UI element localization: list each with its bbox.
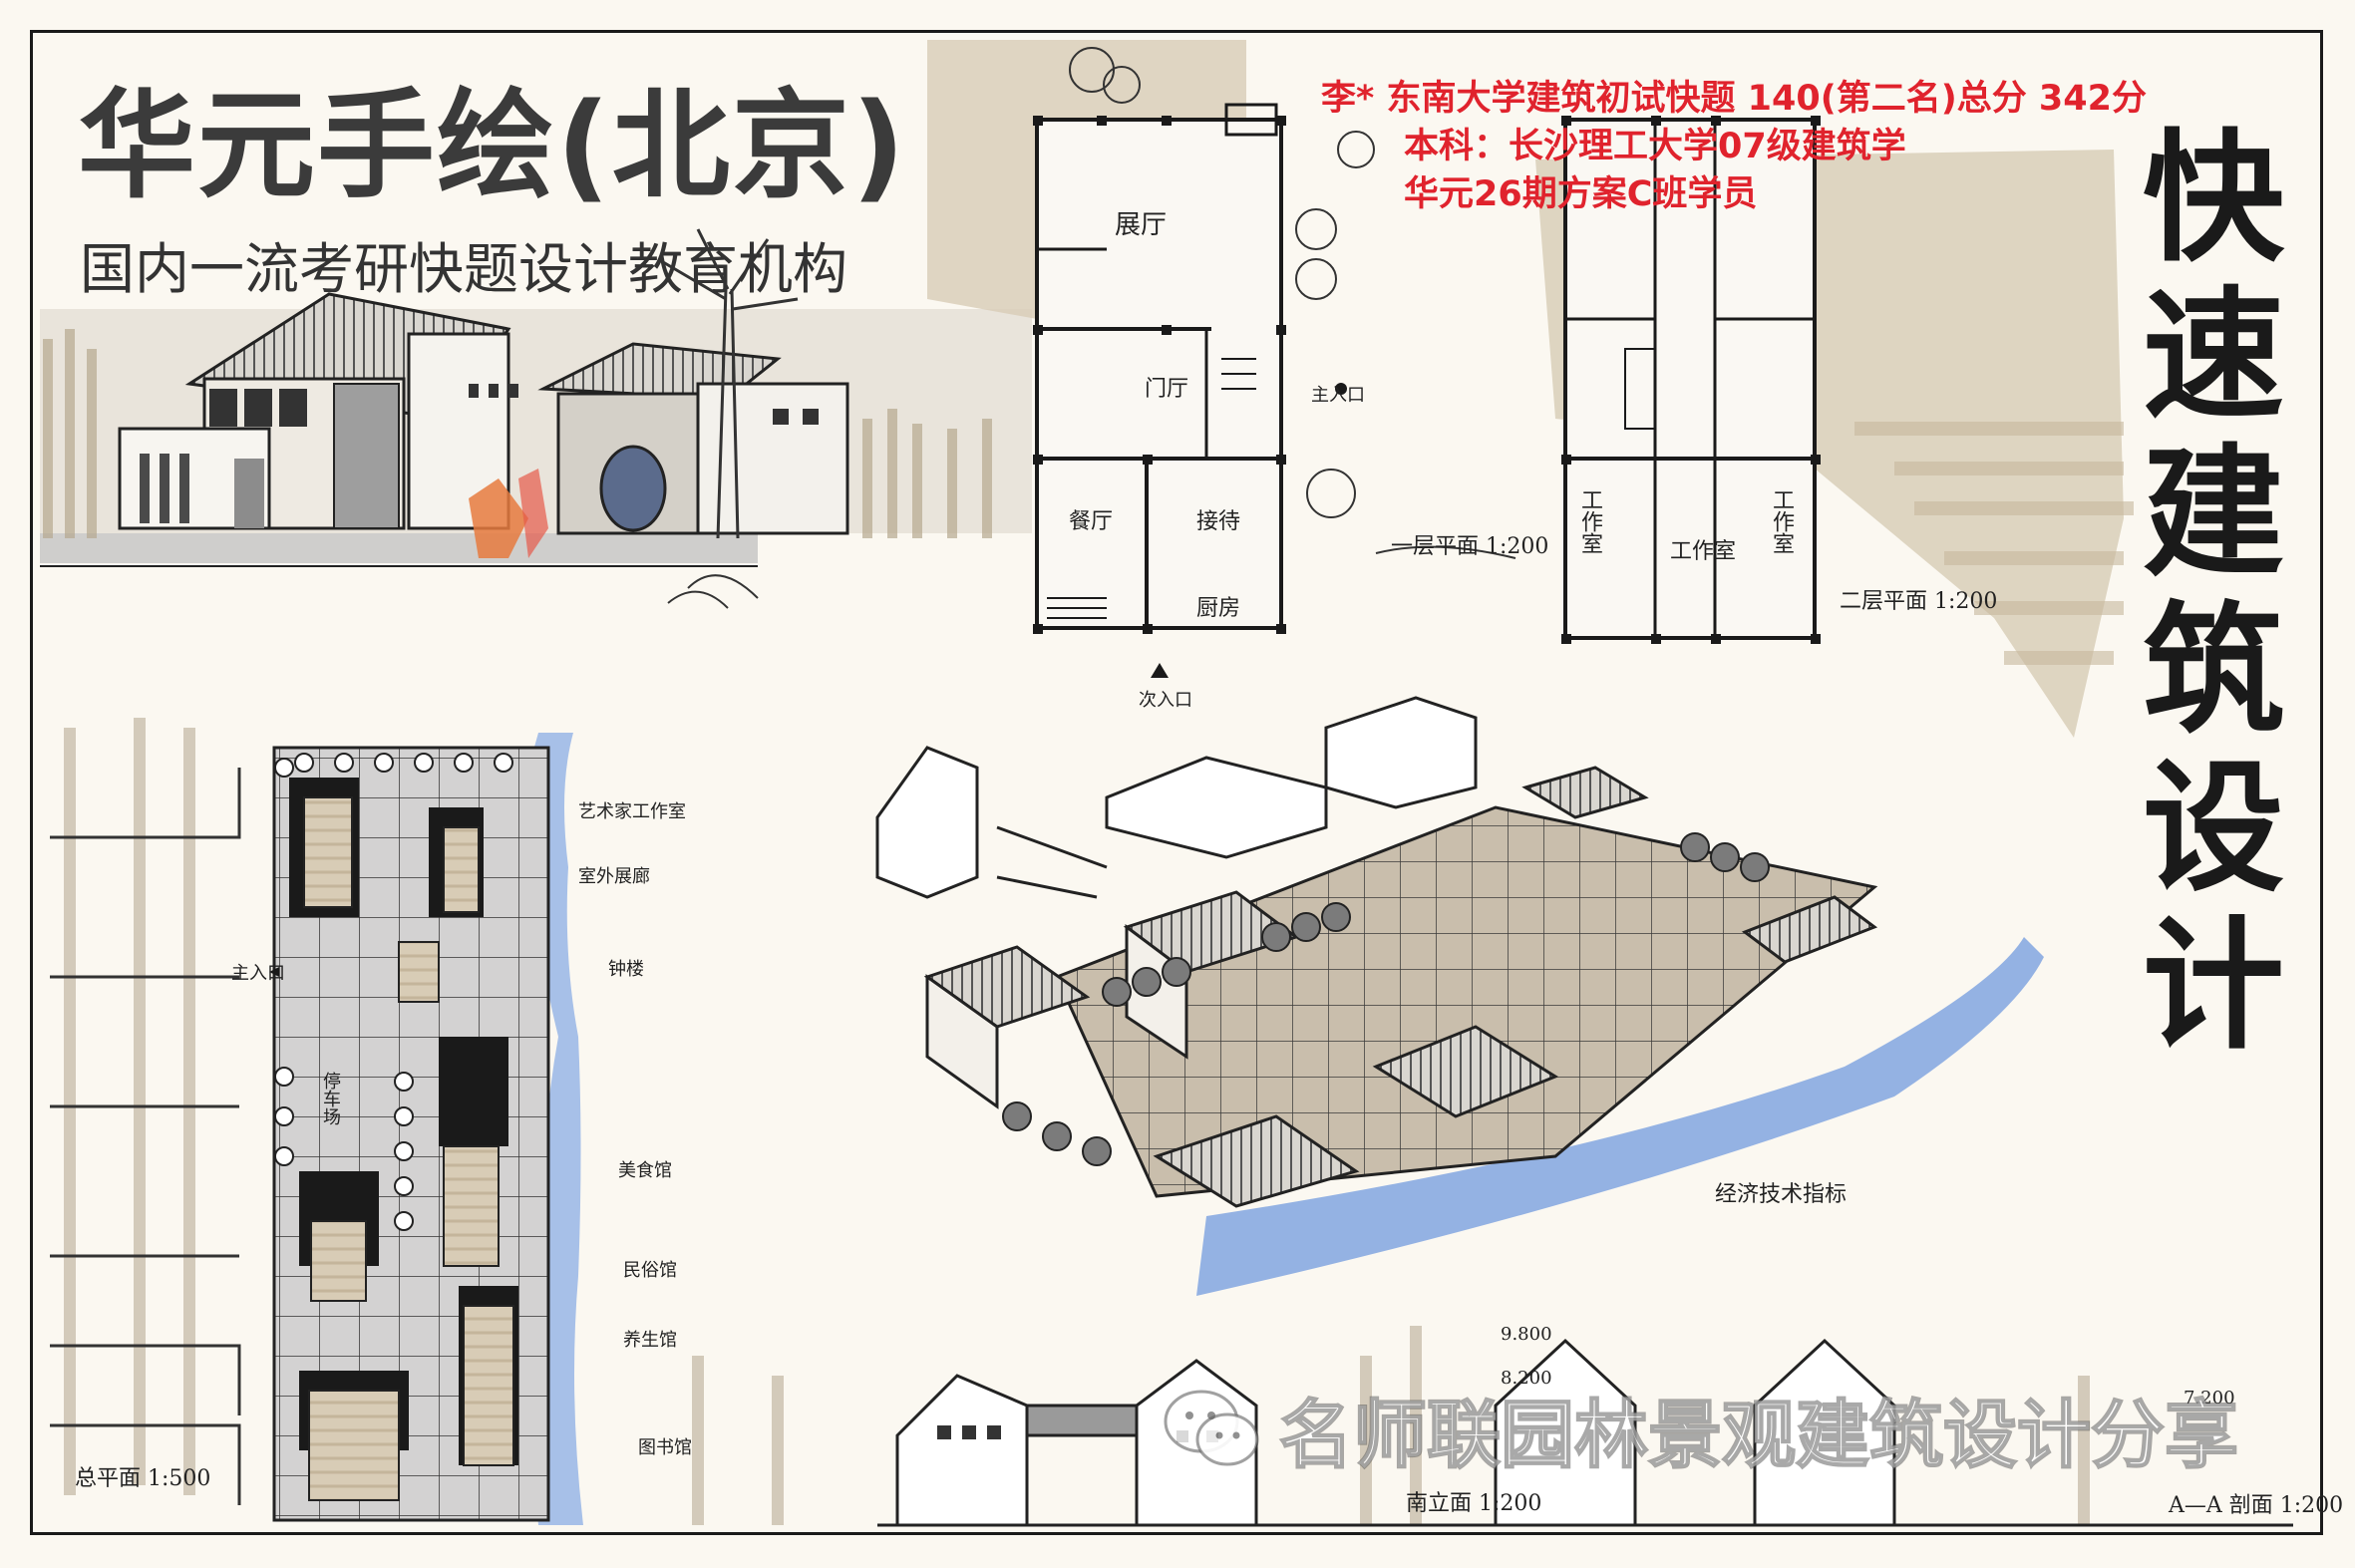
site-plan-title: 总平面 1:500 [75,1466,211,1491]
site-plaza-label: 停车场 [320,1072,341,1125]
site-label: 艺术家工作室 [578,801,686,822]
room-label: 工作室 [1577,488,1602,554]
room-label: 接待 [1196,509,1241,534]
axon-caption: 经济技术指标 [1715,1182,1848,1207]
site-entrance-label: 主入口 [231,963,285,984]
axonometric-drawing [875,696,2044,1296]
credit-line-2: 本科：长沙理工大学07级建筑学 [1404,127,1906,166]
vertical-title-char: 建 [2143,431,2284,596]
section-title: A—A 剖面 1:200 [2169,1493,2344,1518]
site-label: 室外展廊 [578,866,650,887]
section-dim: 7.200 [2184,1388,2235,1409]
credit-line-3: 华元26期方案C班学员 [1404,174,1758,214]
vertical-title-char: 设 [2143,746,2284,911]
watermark: 名师联园林景观建筑设计分享 [1162,1374,2239,1483]
watermark-text: 名师联园林景观建筑设计分享 [1278,1392,2239,1479]
floor-plan-2-drawing [1561,116,1821,644]
site-plan-drawing [50,718,583,1525]
brand-title: 华元手绘(北京) [78,77,907,214]
plan-title: 二层平面 1:200 [1840,589,1998,614]
elevation-dim: 8.200 [1501,1368,1552,1389]
site-label: 美食馆 [618,1160,672,1181]
floor-plan-1-drawing [1033,47,1516,678]
vertical-title-char: 快 [2143,116,2284,281]
room-label: 厨房 [1196,596,1241,621]
entrance-label: 次入口 [1139,690,1192,711]
wechat-icon [1164,1390,1259,1466]
site-label: 钟楼 [608,959,644,980]
vertical-title-char: 速 [2143,273,2284,439]
room-label: 工作室 [1769,488,1794,554]
room-label: 展厅 [1115,210,1168,240]
site-label: 民俗馆 [623,1260,677,1281]
vertical-title-char: 计 [2143,903,2284,1069]
elevation-dim: 9.800 [1501,1324,1552,1345]
sheet-border [30,30,2323,1535]
site-label: 养生馆 [623,1330,677,1351]
vertical-title: 快 速 建 筑 设 计 [2139,120,2288,1065]
brand-subtitle: 国内一流考研快题设计教育机构 [80,237,848,301]
site-label: 图书馆 [638,1437,692,1458]
vertical-title-char: 筑 [2143,588,2284,754]
credit-line-1: 李* 东南大学建筑初试快题 140(第二名)总分 342分 [1321,79,2147,119]
entrance-label: 主入口 [1311,385,1365,406]
room-label: 餐厅 [1069,509,1114,534]
room-label: 门厅 [1145,377,1189,402]
perspective-sketch [40,228,1032,609]
plan-title: 一层平面 1:200 [1391,534,1549,559]
elevation-title: 南立面 1:200 [1406,1491,1542,1516]
room-label: 工作室 [1670,539,1737,564]
